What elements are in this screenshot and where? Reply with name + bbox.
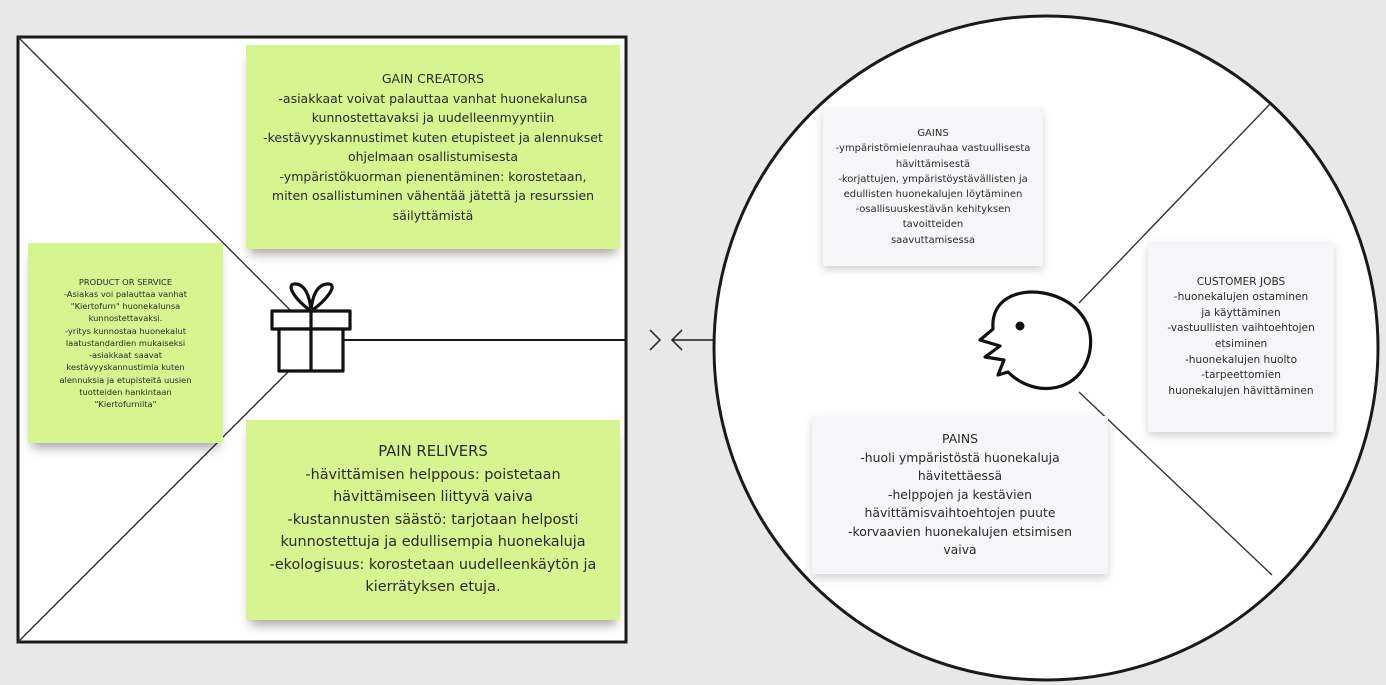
gains-line: -korjattujen, ympäristöystävällisten ja — [838, 173, 1028, 185]
gift-icon — [270, 282, 352, 373]
gain-creators-line: -asiakkaat voivat palauttaa vanhat huone… — [278, 90, 588, 106]
customer-jobs-line: huonekalujen hävittäminen — [1168, 384, 1314, 397]
pain-relievers-line: kierrätyksen etuja. — [365, 579, 501, 596]
gain-creators-line: -ympäristökuorman pienentäminen: koroste… — [279, 168, 587, 184]
gains-line: -osallisuuskestävän kehityksen tavoittei… — [855, 204, 1011, 231]
gains-line: edullisten huonekalujen löytäminen — [843, 189, 1023, 200]
pains-title: PAINS — [942, 430, 978, 446]
product-or-service-line: tuotteiden hankintaan — [79, 386, 172, 397]
pain-relievers-title: PAIN RELIVERS — [378, 443, 488, 461]
customer-jobs-line: -tarpeettomien — [1201, 369, 1281, 382]
pain-relievers-line: -kustannusten säästö: tarjotaan helposti — [287, 511, 579, 528]
pain-relievers-note: PAIN RELIVERS -hävittämisen helppous: po… — [246, 420, 620, 620]
product-or-service-line: kunnostettavaksi. — [88, 313, 163, 324]
customer-jobs-note: CUSTOMER JOBS -huonekalujen ostaminen ja… — [1148, 242, 1334, 432]
customer-jobs-line: -huonekalujen huolto — [1184, 353, 1298, 366]
pains-line: vaiva — [943, 542, 977, 558]
product-or-service-note: PRODUCT OR SERVICE -Asiakas voi palautta… — [28, 243, 223, 443]
customer-jobs-line: -huonekalujen ostaminen — [1173, 291, 1309, 304]
product-or-service-line: "Kiertofurn" huonekalunsa — [70, 301, 181, 312]
pains-line: hävitettäessä — [917, 468, 1003, 484]
gain-creators-line: miten osallistuminen vähentää jätettä ja… — [271, 188, 595, 203]
pain-relievers-line: hävittämiseen liittyvä vaiva — [333, 489, 533, 506]
product-or-service-line: kestävyyskannustimia kuten — [66, 362, 185, 373]
pains-line: -korvaavien huonekalujen etsimisen — [848, 523, 1072, 539]
pain-relievers-line: kunnostettuja ja edullisempia huonekaluj… — [280, 534, 586, 551]
gain-creators-line: -kestävyyskannustimet kuten etupisteet j… — [263, 129, 603, 145]
gains-title: GAINS — [917, 128, 949, 140]
gain-creators-line: ohjelmaan osallistumisesta — [347, 149, 519, 164]
product-or-service-title: PRODUCT OR SERVICE — [78, 276, 173, 287]
gain-creators-line: kunnostettavaksi ja uudelleenmyyntiin — [311, 110, 555, 125]
product-or-service-line: alennuksia ja etupisteitä uusien — [59, 374, 192, 385]
customer-jobs-title: CUSTOMER JOBS — [1196, 275, 1286, 288]
product-or-service-line: laatustandardien mukaiseksi — [65, 337, 186, 348]
pains-line: -helppojen ja kestävien — [887, 486, 1033, 502]
pains-line: -huoli ympäristöstä huonekaluja — [860, 449, 1060, 465]
customer-face-icon — [978, 290, 1093, 390]
product-or-service-line: -Asiakas voi palauttaa vanhat — [64, 289, 187, 300]
gains-line: hävittämisestä — [895, 158, 971, 170]
pains-line: hävittämisvaihtoehtojen puute — [864, 505, 1056, 521]
arrow-right-icon — [649, 329, 662, 351]
gain-creators-title: GAIN CREATORS — [381, 71, 485, 86]
customer-jobs-line: etsiminen — [1214, 338, 1268, 350]
customer-jobs-line: -vastuullisten vaihtoehtojen — [1167, 322, 1315, 335]
customer-jobs-line: ja käyttäminen — [1201, 306, 1281, 319]
gains-line: -ympäristömielenrauhaa vastuullisesta — [835, 143, 1031, 155]
pain-relievers-line: -ekologisuus: korostetaan uudelleenkäytö… — [269, 556, 597, 573]
gain-creators-note: GAIN CREATORS -asiakkaat voivat palautta… — [246, 45, 620, 249]
product-or-service-line: -yritys kunnostaa huonekalut — [65, 325, 186, 336]
gains-note: GAINS -ympäristömielenrauhaa vastuullise… — [823, 108, 1043, 266]
product-or-service-line: "Kiertofurnilta" — [94, 398, 157, 409]
gain-creators-line: säilyttämistä — [392, 207, 474, 223]
pains-note: PAINS -huoli ympäristöstä huonekaluja hä… — [812, 416, 1108, 574]
pain-relievers-line: -hävittämisen helppous: poistetaan — [305, 466, 561, 483]
gains-line: saavuttamisessa — [890, 234, 976, 246]
product-or-service-line: -asiakkaat saavat — [88, 350, 163, 361]
